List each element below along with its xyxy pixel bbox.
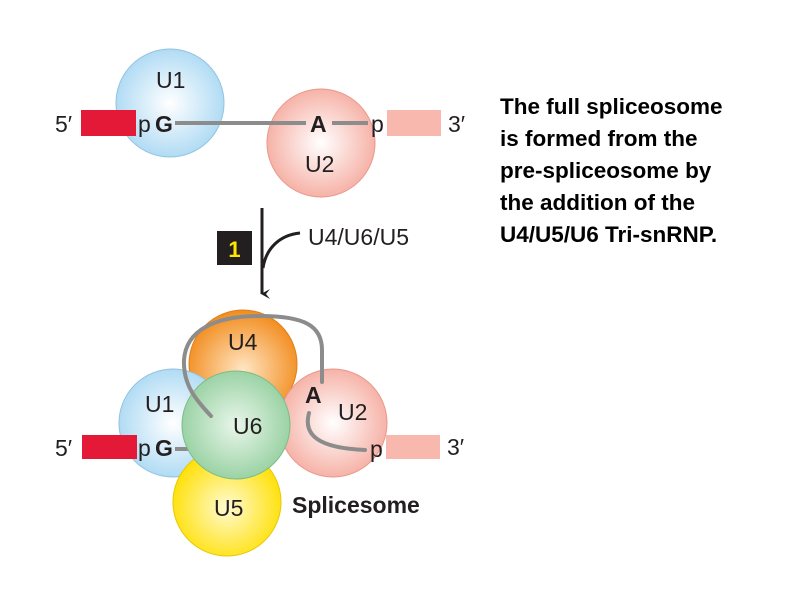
step-badge xyxy=(217,231,252,265)
branch-a-label: A xyxy=(310,111,327,137)
caption: The full spliceosome is formed from the … xyxy=(500,91,723,251)
splicesome-title: Splicesome xyxy=(292,492,420,518)
u6-snrnp xyxy=(181,370,291,480)
u2-label: U2 xyxy=(338,399,367,425)
step-number: 1 xyxy=(228,237,240,262)
intron-line xyxy=(305,411,367,452)
intron-loop xyxy=(181,313,324,418)
join-curve xyxy=(261,231,301,269)
caption-line: The full spliceosome xyxy=(500,94,723,119)
u1-snrnp xyxy=(115,48,225,158)
p-label: p xyxy=(371,111,384,137)
step-arrow: 1 U4/U6/U5 xyxy=(217,208,409,299)
exon-3 xyxy=(386,435,440,459)
u2-snrnp xyxy=(266,88,376,198)
u4-label: U4 xyxy=(228,329,258,355)
u1-label: U1 xyxy=(145,391,174,417)
u1-label: U1 xyxy=(156,67,185,93)
pre-spliceosome: 5′ p G A p 3′ U1 U2 xyxy=(55,48,465,198)
five-prime-label: 5′ xyxy=(55,111,72,137)
g-label: G xyxy=(155,111,173,137)
p-label: p xyxy=(138,435,151,461)
exon-3 xyxy=(387,110,441,136)
spliceosome: 5′ p G A p 3′ U1 U2 U4 U6 U5 Splicesome xyxy=(55,309,464,557)
caption-line: the addition of the xyxy=(500,190,695,215)
p-label: p xyxy=(370,436,383,462)
caption-line: is formed from the xyxy=(500,126,698,151)
three-prime-label: 3′ xyxy=(448,111,465,137)
branch-a-label: A xyxy=(305,382,322,408)
p-label: p xyxy=(138,111,151,137)
three-prime-label: 3′ xyxy=(447,434,464,460)
exon-5 xyxy=(82,435,137,459)
exon-5 xyxy=(81,110,136,136)
caption-line: pre-spliceosome by xyxy=(500,158,712,183)
u6-label: U6 xyxy=(233,413,262,439)
caption-line: U4/U5/U6 Tri-snRNP. xyxy=(500,222,718,247)
u5-label: U5 xyxy=(214,495,243,521)
reagent-label: U4/U6/U5 xyxy=(308,224,409,250)
g-label: G xyxy=(155,435,173,461)
u2-label: U2 xyxy=(305,151,334,177)
five-prime-label: 5′ xyxy=(55,435,72,461)
